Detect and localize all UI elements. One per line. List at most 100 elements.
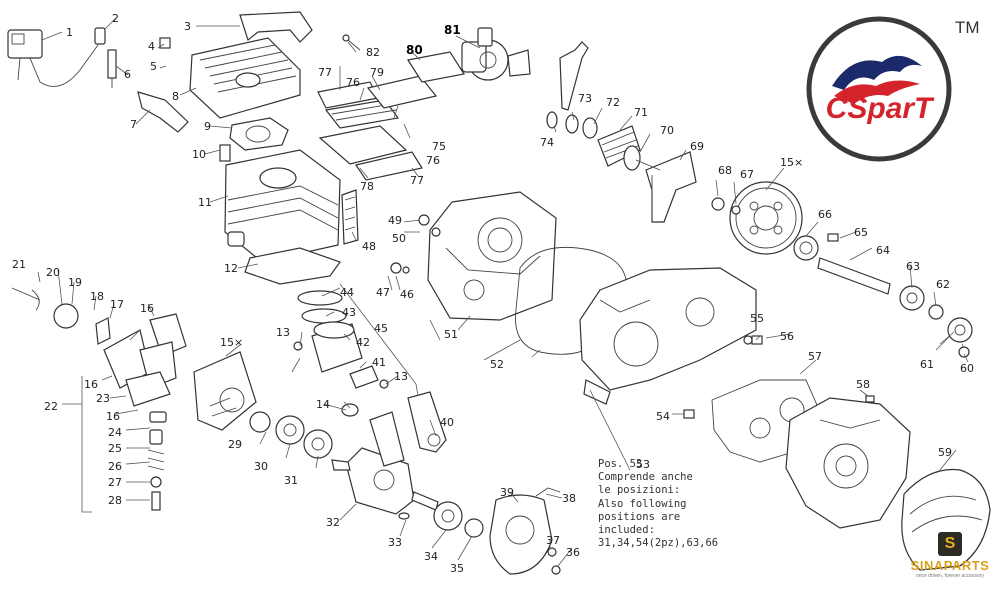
- part-label: 44: [340, 286, 354, 299]
- part-label: 79: [370, 66, 384, 79]
- cylinder-head: [189, 37, 301, 119]
- part-label: 61: [920, 358, 934, 371]
- logo-text: CSparT: [826, 92, 935, 125]
- part-label: 28: [108, 494, 122, 507]
- part-label: 23: [96, 392, 110, 405]
- part-label: 17: [110, 298, 124, 311]
- part-label: 72: [606, 96, 620, 109]
- part-label: 48: [362, 240, 376, 253]
- part-label: 41: [372, 356, 386, 369]
- head-bracket-bottom: [137, 91, 189, 133]
- part-label: 58: [856, 378, 870, 391]
- part-label: 32: [326, 516, 340, 529]
- part-label: 20: [46, 266, 60, 279]
- part-label: 53: [636, 458, 650, 471]
- note-line: Comprende anche: [598, 471, 693, 484]
- watermark-name: SINAPARTS: [910, 558, 990, 573]
- part-label: 65: [854, 226, 868, 239]
- note-line: included:: [598, 524, 655, 537]
- part-label: 66: [818, 208, 832, 221]
- part-label: 59: [938, 446, 952, 459]
- part-label: 12: [224, 262, 238, 275]
- part-label: 37: [546, 534, 560, 547]
- part-label: 76: [426, 154, 440, 167]
- part-label: 35: [450, 562, 464, 575]
- part-label: 71: [634, 106, 648, 119]
- part-label: 3: [184, 20, 191, 33]
- part-label: 36: [566, 546, 580, 559]
- part-label: 57: [808, 350, 822, 363]
- part-label: 52: [490, 358, 504, 371]
- leader-lines: [37, 17, 969, 567]
- part-label: 10: [192, 148, 206, 161]
- part-label: 33: [388, 536, 402, 549]
- note-line: positions are: [598, 510, 681, 523]
- primary-gear: [711, 181, 803, 255]
- part-label: 40: [440, 416, 454, 429]
- part-label: 69: [690, 140, 704, 153]
- head-gasket: [229, 117, 289, 151]
- part-label: 73: [578, 92, 592, 105]
- part-label: 51: [444, 328, 458, 341]
- part-label: 6: [124, 68, 131, 81]
- part-label: 25: [108, 442, 122, 455]
- part-label: 16: [140, 302, 154, 315]
- part-label: 5: [150, 60, 157, 73]
- part-label: 55: [750, 312, 764, 325]
- part-label: 9: [204, 120, 211, 133]
- part-label: 22: [44, 400, 58, 413]
- crankcase-center: [579, 267, 757, 405]
- part-label: 39: [500, 486, 514, 499]
- piston-assembly: [293, 290, 447, 453]
- part-label: 15×: [220, 336, 243, 349]
- part-label: 62: [936, 278, 950, 291]
- part-label: 38: [562, 492, 576, 505]
- carburetor: [461, 27, 531, 81]
- part-label: 24: [108, 426, 122, 439]
- part-label: 42: [356, 336, 370, 349]
- part-label: 14: [316, 398, 330, 411]
- part-label: 80: [406, 43, 423, 57]
- part-label: 31: [284, 474, 298, 487]
- note-line: le posizioni:: [598, 484, 681, 497]
- crankcase-left: [427, 191, 557, 321]
- head-bolt: [159, 37, 231, 162]
- part-label: 67: [740, 168, 754, 181]
- small-fasteners: [390, 214, 875, 419]
- part-label: 49: [388, 214, 402, 227]
- part-label: 13: [394, 370, 408, 383]
- part-label: 18: [90, 290, 104, 303]
- output-shaft: [793, 233, 973, 358]
- stator-cover: [901, 468, 991, 571]
- magneto: [489, 487, 561, 575]
- part-label: 11: [198, 196, 212, 209]
- part-label: 76: [346, 76, 360, 89]
- crankcase-right: [785, 397, 911, 529]
- note-line: Pos. 53: [598, 458, 643, 470]
- sinaparts-watermark: S SINAPARTS once driven, forever accesso…: [902, 532, 998, 588]
- stud-82: [342, 34, 361, 51]
- part-label: 46: [400, 288, 414, 301]
- reed-valve-group: [317, 51, 465, 181]
- part-label: 60: [960, 362, 974, 375]
- part-label: 63: [906, 260, 920, 273]
- ignition-coil: [7, 29, 99, 87]
- trademark-symbol: TM: [955, 18, 980, 37]
- part-label: 15×: [780, 156, 803, 169]
- part-label: 7: [130, 118, 137, 131]
- part-label: 16: [84, 378, 98, 391]
- part-label: 2: [112, 12, 119, 25]
- watermark-badge-icon: S: [938, 532, 962, 556]
- part-label: 54: [656, 410, 670, 423]
- cspart-logo: CSparT: [806, 16, 952, 162]
- part-label: 75: [432, 140, 446, 153]
- part-label: 81: [444, 23, 461, 37]
- part-number-labels: 1 2 3 4 5 6 7 8 9 10 11 12 13 13 14 15× …: [12, 12, 974, 575]
- part-label: 70: [660, 124, 674, 137]
- part-label: 16: [106, 410, 120, 423]
- part-label: 4: [148, 40, 155, 53]
- part-label: 1: [66, 26, 73, 39]
- part-label: 21: [12, 258, 26, 271]
- transfer-cover: [341, 189, 359, 245]
